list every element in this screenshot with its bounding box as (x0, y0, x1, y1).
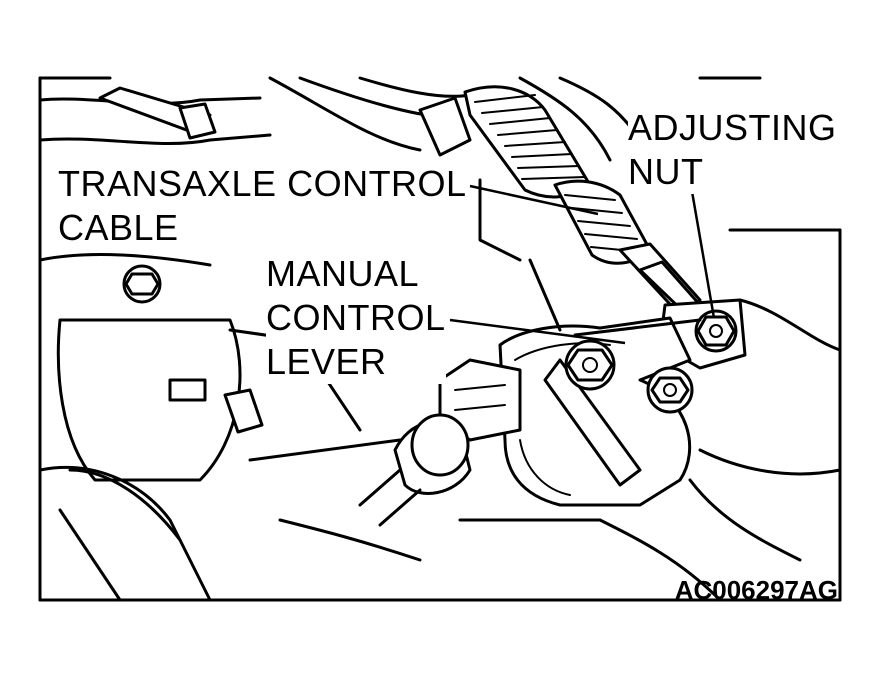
transaxle-label-line1: TRANSAXLE CONTROL (58, 163, 467, 204)
cable-boot-upper (463, 85, 592, 199)
inhibitor-switch-connector (358, 358, 522, 527)
manual-control-lever-assembly (498, 316, 702, 507)
transaxle-control-cable-label: TRANSAXLE CONTROL CABLE (58, 162, 467, 250)
manual-lever-label-line2: CONTROL (266, 297, 446, 338)
transaxle-control-cable (553, 179, 702, 320)
upper-hoses (38, 76, 762, 162)
adjusting-nut-label-line2: NUT (628, 151, 704, 192)
left-engine-components (38, 253, 422, 602)
manual-lever-label-line3: LEVER (266, 341, 387, 382)
manual-lever-label-line1: MANUAL (266, 253, 420, 294)
figure-id-code: AC006297AG (674, 575, 838, 605)
transaxle-label-line2: CABLE (58, 207, 179, 248)
manual-control-lever-label: MANUAL CONTROL LEVER (266, 252, 446, 384)
illustration-border-fragments (38, 76, 842, 602)
right-engine-components (458, 178, 842, 602)
adjusting-nut-label: ADJUSTING NUT (628, 106, 837, 194)
adjusting-nut-label-line1: ADJUSTING (628, 107, 837, 148)
callout-leaders (449, 179, 716, 345)
